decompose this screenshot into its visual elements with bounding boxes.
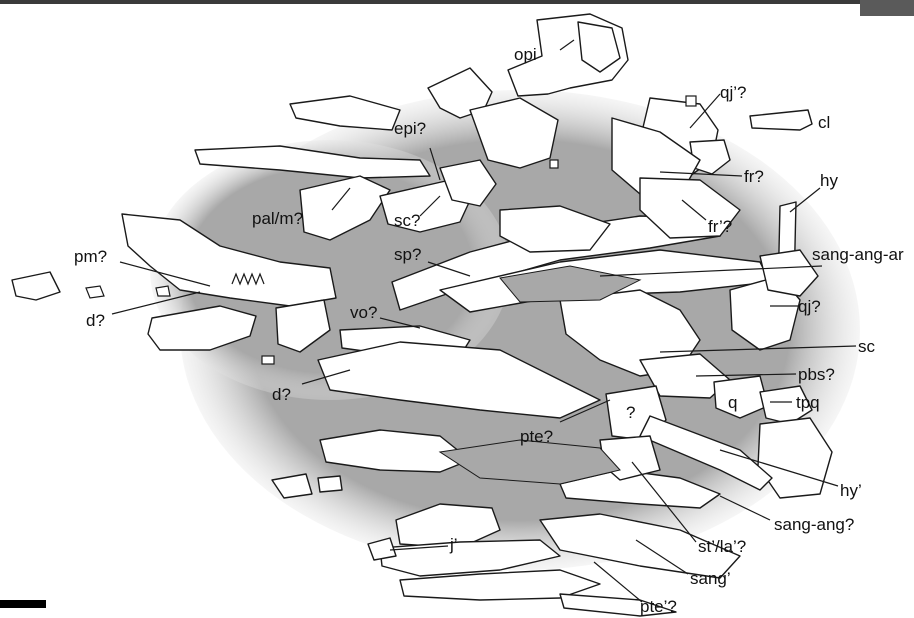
label-sc: sc	[858, 337, 876, 356]
top-right-corner	[860, 0, 914, 16]
label-sang-ang: sang-ang?	[774, 515, 854, 534]
label-pte: pte?	[520, 427, 553, 446]
label-hy-prime: hy’	[840, 481, 862, 500]
label-opi: opi	[514, 45, 537, 64]
label-fr-prime: fr’?	[708, 217, 732, 236]
scale-bar	[0, 600, 46, 608]
label-epi: epi?	[394, 119, 426, 138]
label-unknown: ?	[626, 403, 635, 422]
label-st-la: st’/la’?	[698, 537, 746, 556]
leader-pte-prime	[594, 562, 642, 602]
label-sang-prime: sang’	[690, 569, 731, 588]
bone-left-isolated	[12, 272, 60, 300]
label-cl: cl	[818, 113, 830, 132]
label-d-upper: d?	[86, 311, 105, 330]
label-pte-prime: pte’?	[640, 597, 677, 616]
label-d-lower: d?	[272, 385, 291, 404]
label-tpq: tpq	[796, 393, 820, 412]
label-hy: hy	[820, 171, 838, 190]
label-q: q	[728, 393, 737, 412]
fragment-b	[156, 286, 170, 296]
label-qj: qj?	[798, 297, 821, 316]
label-pbs: pbs?	[798, 365, 835, 384]
top-edge-strip	[0, 0, 914, 4]
fragment-d	[550, 160, 558, 168]
bone-cl	[750, 110, 812, 130]
fragment-c	[686, 96, 696, 106]
fragment-e	[262, 356, 274, 364]
bone-small-lower-left-2	[318, 476, 342, 492]
label-fr: fr?	[744, 167, 764, 186]
fragment-a	[86, 286, 104, 298]
bone-long-left	[290, 96, 400, 130]
label-pm: pm?	[74, 247, 107, 266]
label-sc-q: sc?	[394, 211, 420, 230]
bone-lower-long-1	[380, 540, 560, 576]
label-qj-prime: qj’?	[720, 83, 746, 102]
label-sp: sp?	[394, 245, 421, 264]
label-sang-ang-ar: sang-ang-ar	[812, 245, 904, 264]
label-j-prime: j’	[449, 535, 458, 554]
label-pal-m: pal/m?	[252, 209, 303, 228]
label-vo: vo?	[350, 303, 377, 322]
